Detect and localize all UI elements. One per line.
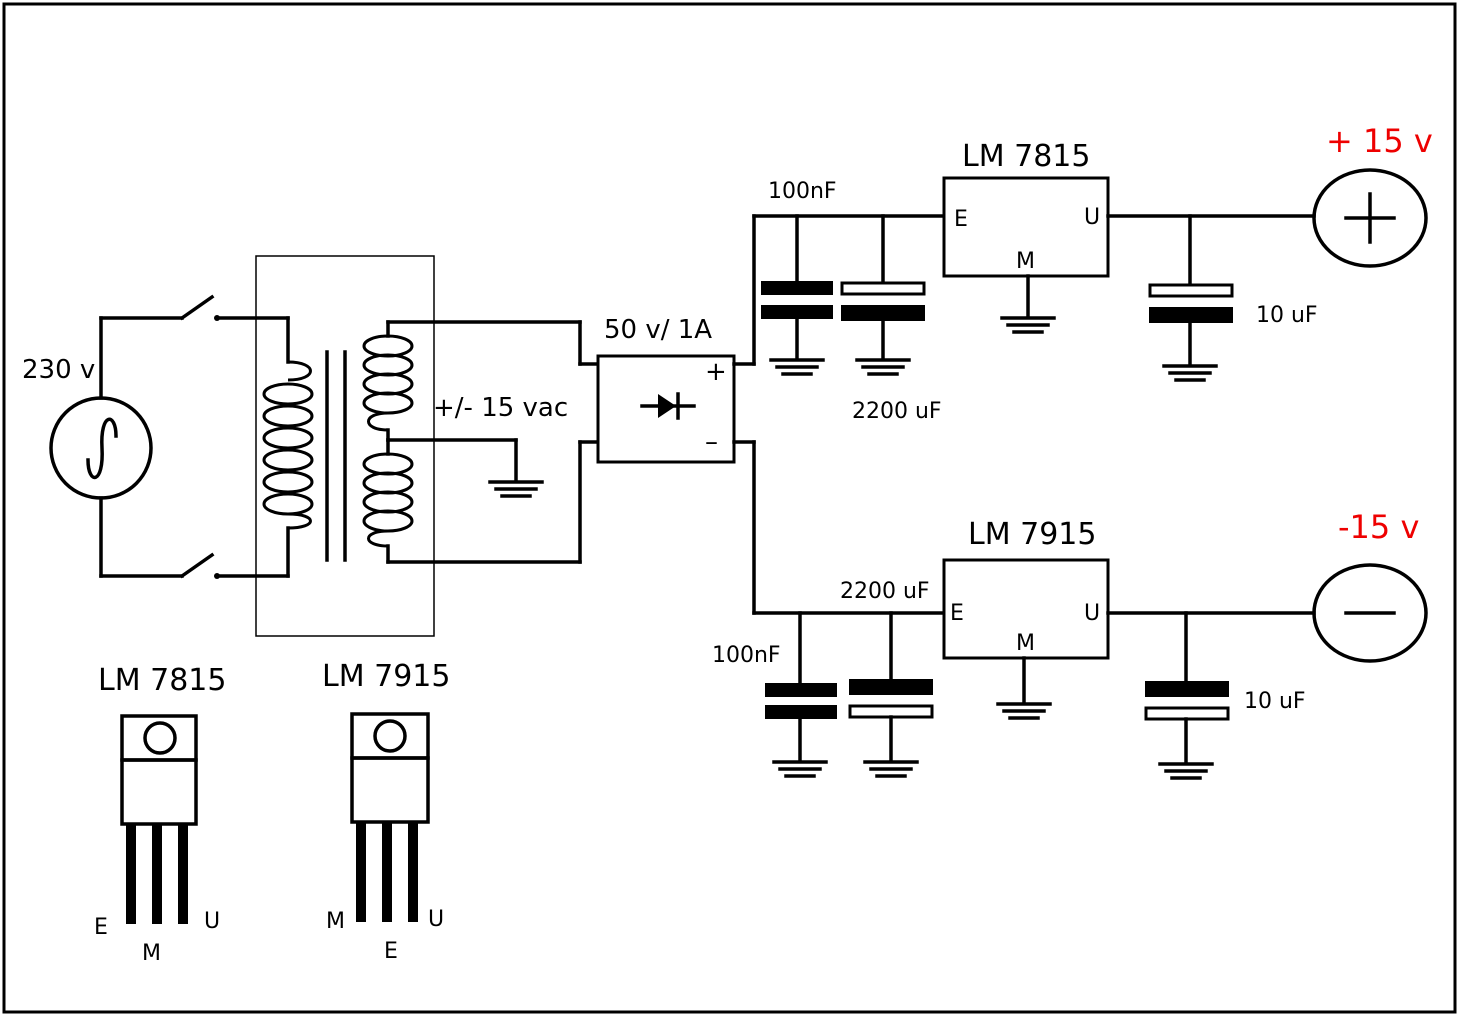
package-lm7815-pin-center: M [142, 941, 161, 966]
diode-icon [640, 392, 696, 420]
positive-100nf-label: 100nF [768, 179, 837, 204]
lm7915-pin-m: M [1016, 631, 1035, 656]
positive-10uf-label: 10 uF [1256, 303, 1318, 328]
plus-icon [1344, 192, 1396, 244]
package-lm7815-pin-left: E [94, 915, 108, 940]
lm7915-regulator-block [942, 558, 1110, 660]
ground-icon [488, 480, 544, 498]
rectifier-minus-label: – [705, 427, 718, 457]
package-lm7915-pin-right: U [428, 907, 444, 932]
negative-2200uf-label: 2200 uF [840, 579, 930, 604]
ground-icon [855, 358, 911, 376]
lm7815-pin-m: M [1016, 249, 1035, 274]
lm7815-title: LM 7815 [962, 139, 1090, 174]
positive-output-label: + 15 v [1326, 122, 1433, 160]
lm7915-title: LM 7915 [968, 517, 1096, 552]
lm7915-pin-u: U [1084, 601, 1100, 626]
lm7815-regulator-block [942, 176, 1110, 278]
switch-top [179, 294, 290, 321]
package-lm7915: LM 7915 M E U [322, 659, 450, 964]
package-lm7915-title: LM 7915 [322, 659, 450, 694]
package-lm7815-pin-right: U [204, 909, 220, 934]
positive-2200uf-label: 2200 uF [852, 399, 942, 424]
ground-icon [772, 760, 828, 778]
transformer-primary [262, 316, 314, 578]
negative-output-label: -15 v [1338, 508, 1419, 546]
lm7815-pin-e: E [954, 207, 968, 232]
transformer-core [325, 350, 347, 562]
switch-bottom [179, 552, 290, 579]
secondary-voltage-label: +/- 15 vac [433, 393, 568, 423]
negative-10uf-label: 10 uF [1244, 689, 1306, 714]
positive-10uf-capacitor [1148, 214, 1234, 382]
transformer-outline [255, 255, 435, 637]
ground-icon [1162, 364, 1218, 382]
source-voltage-label: 230 v [22, 355, 95, 385]
ac-source [49, 316, 184, 578]
negative-100nf-capacitor [765, 611, 837, 778]
transformer-secondary-upper [362, 320, 414, 442]
negative-output-terminal [1312, 563, 1428, 663]
transformer-secondary-lower [362, 438, 414, 564]
lm7915-pin-e: E [950, 601, 964, 626]
ground-icon [769, 358, 825, 376]
positive-output-terminal [1312, 168, 1428, 268]
package-lm7815: LM 7815 E M U [94, 663, 226, 966]
ground-icon [1158, 762, 1214, 780]
ground-icon [1000, 316, 1056, 334]
negative-10uf-capacitor [1144, 611, 1230, 780]
package-lm7915-pin-left: M [326, 909, 345, 934]
package-lm7915-pin-center: E [384, 939, 398, 964]
package-lm7815-title: LM 7815 [98, 663, 226, 698]
rectifier-plus-label: + [705, 357, 727, 387]
sine-wave-icon [86, 417, 118, 480]
positive-100nf-capacitor [761, 214, 833, 376]
ground-icon [863, 760, 919, 778]
negative-2200uf-capacitor [848, 611, 934, 778]
positive-2200uf-capacitor [840, 214, 926, 376]
ground-icon [996, 702, 1052, 720]
negative-100nf-label: 100nF [712, 643, 781, 668]
rectifier-rating-label: 50 v/ 1A [604, 315, 712, 345]
lm7815-pin-u: U [1084, 205, 1100, 230]
